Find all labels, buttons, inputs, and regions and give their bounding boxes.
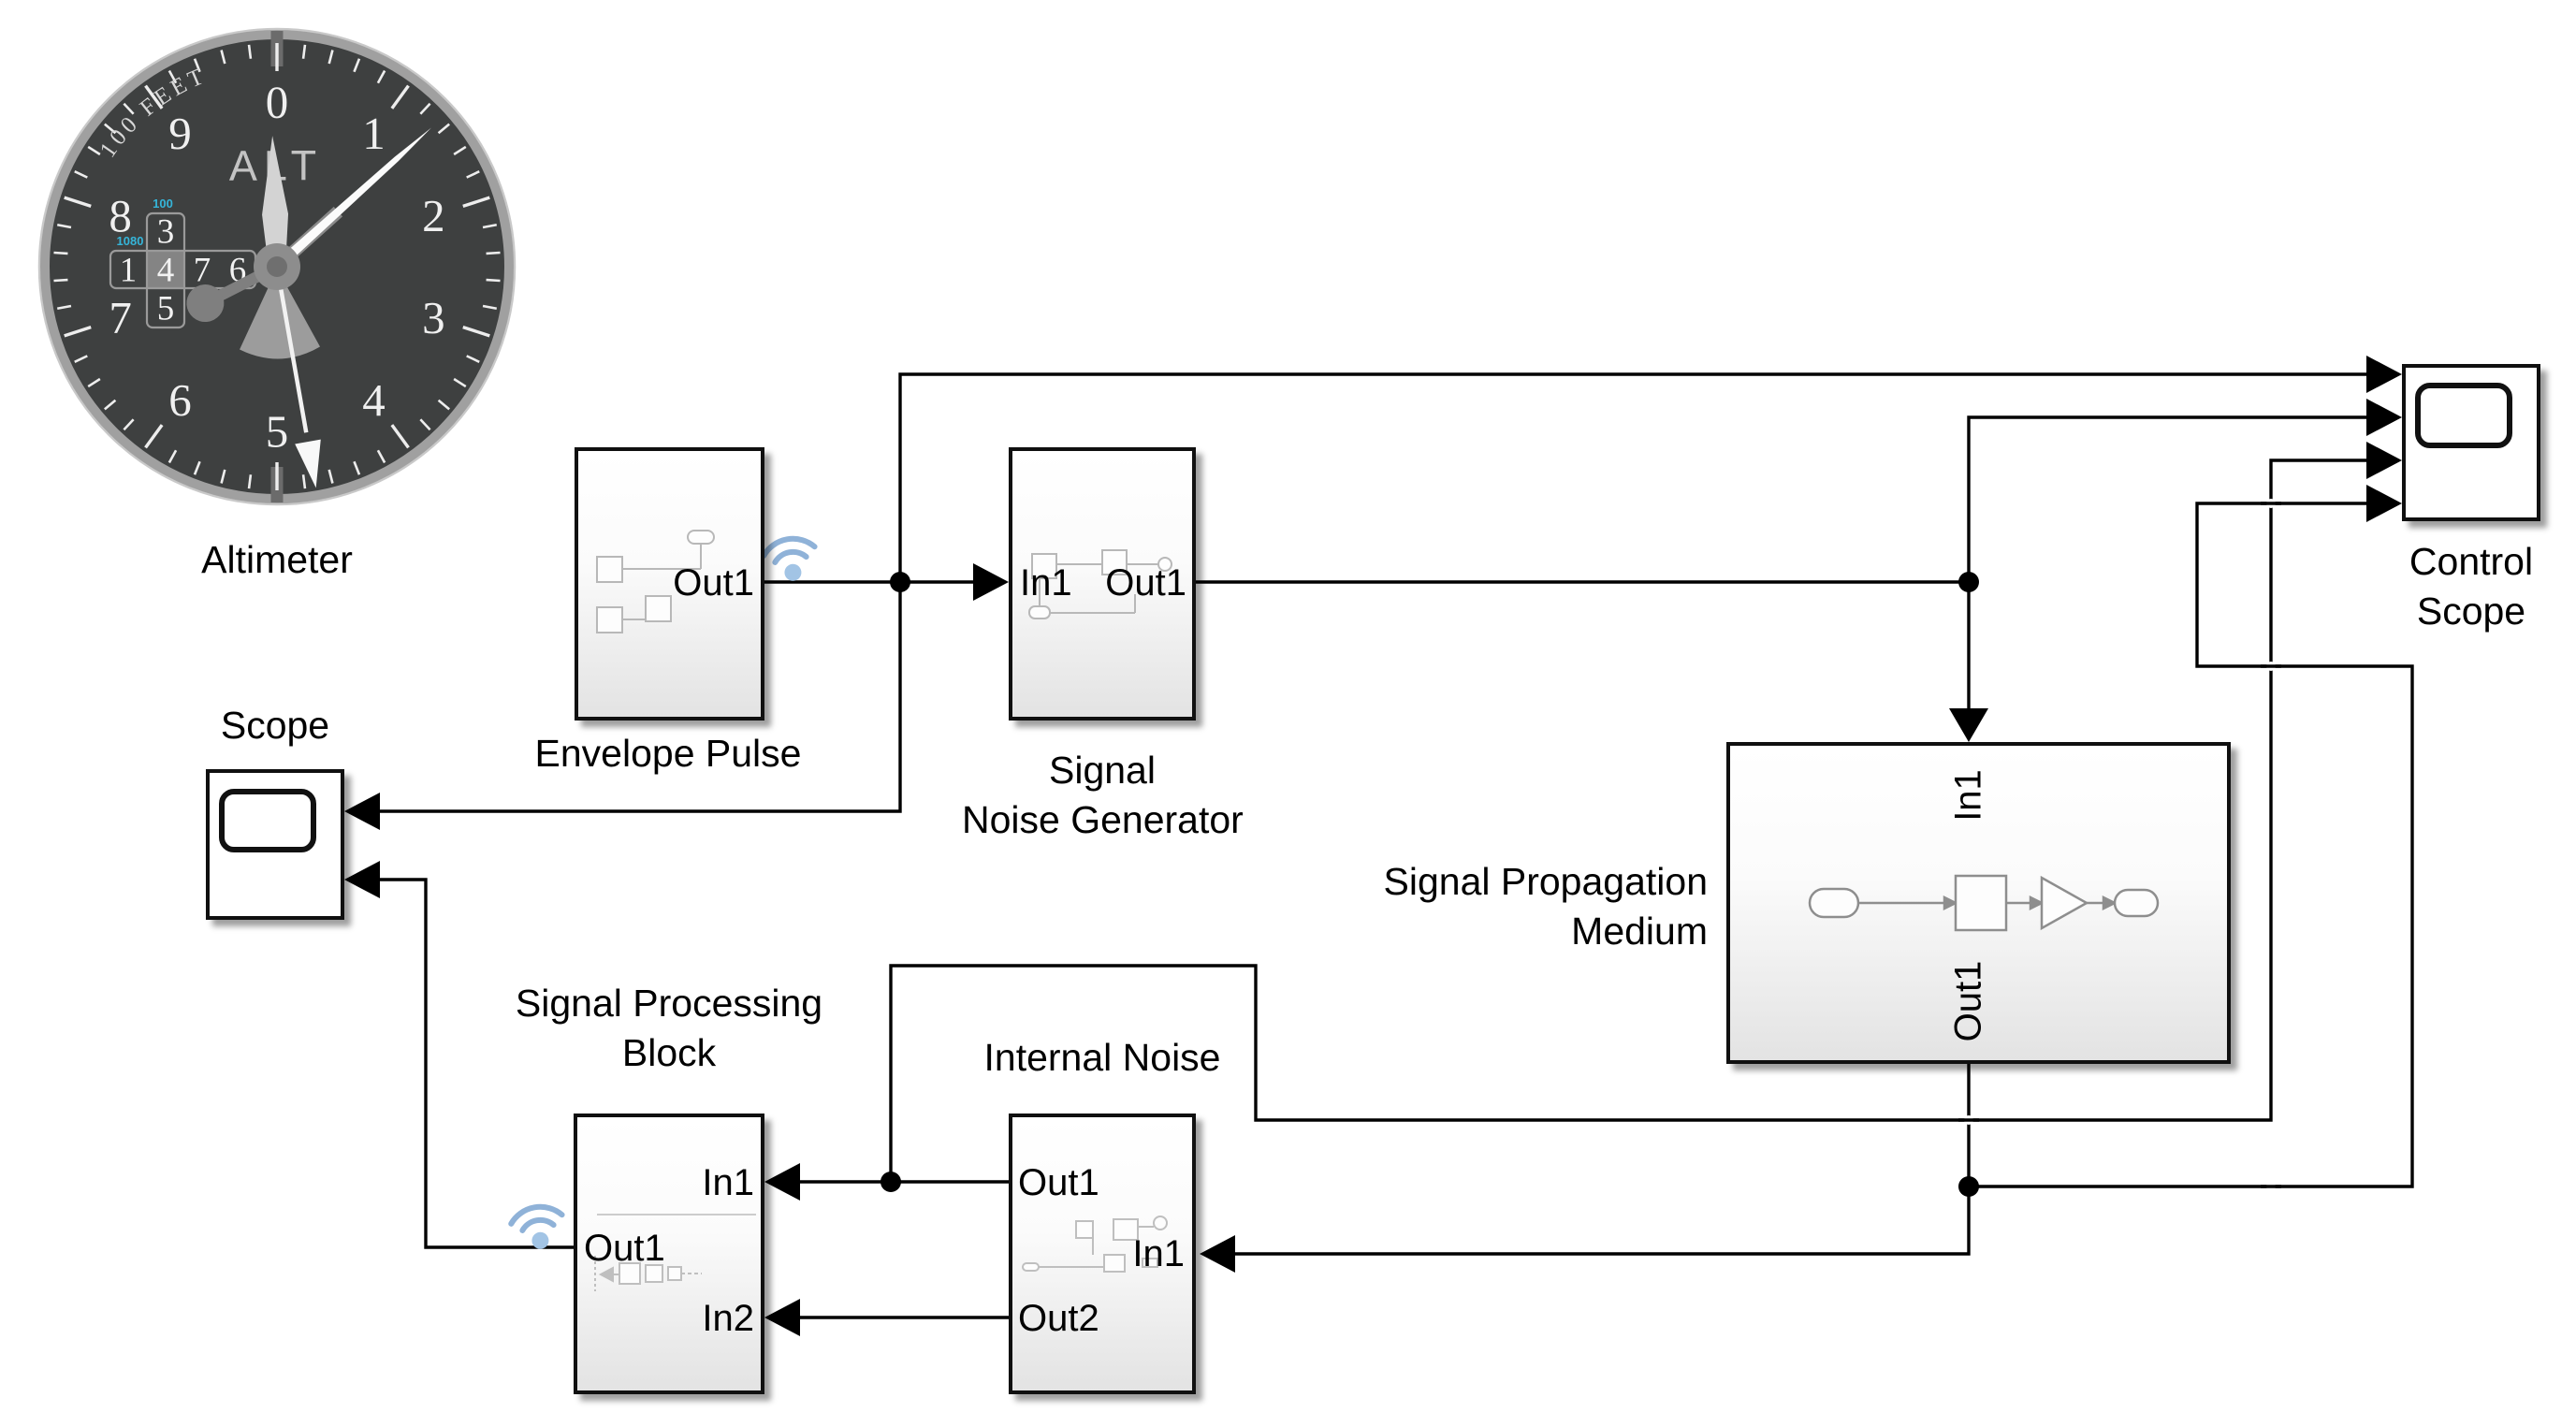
port-propagation-out1: Out1 xyxy=(1947,960,1989,1042)
junction-dot xyxy=(890,572,910,592)
scope-screen-icon xyxy=(219,789,316,852)
block-signal-processing-block[interactable] xyxy=(574,1114,764,1394)
arrowheads xyxy=(344,356,2402,1336)
arrowhead xyxy=(1200,1235,1235,1273)
wire-propagation-to-controlscope-in4[interactable] xyxy=(1969,502,2414,1188)
arrowhead xyxy=(344,861,380,898)
subsystem-thumbnail xyxy=(594,1214,756,1291)
wire-processing-to-scope-in2[interactable] xyxy=(378,878,574,1249)
svg-text:5: 5 xyxy=(266,406,289,458)
wire-envelope-to-controlscope-in1[interactable] xyxy=(898,372,2368,582)
hundreds-needle xyxy=(275,269,321,488)
arrowhead xyxy=(2366,442,2402,479)
svg-text:1: 1 xyxy=(362,108,386,159)
port-processing-out1: Out1 xyxy=(584,1228,665,1269)
arrowhead xyxy=(764,1299,800,1336)
arrowhead xyxy=(2366,399,2402,436)
subsystem-thumbnail xyxy=(1028,549,1172,619)
junction-dot xyxy=(880,1172,901,1192)
svg-text:8: 8 xyxy=(109,190,131,241)
wireless-icon xyxy=(508,1203,565,1249)
arrowhead xyxy=(1949,708,1988,742)
label-signal-propagation-medium: Signal Propagation Medium xyxy=(1383,860,1708,953)
svg-text:0: 0 xyxy=(266,77,289,128)
altimeter-label: Altimeter xyxy=(201,538,353,581)
label-internal-noise: Internal Noise xyxy=(983,1036,1221,1079)
svg-text:3: 3 xyxy=(157,213,175,252)
arrowhead xyxy=(2366,485,2402,522)
wire-noisegen-to-controlscope-in2[interactable] xyxy=(1967,415,2368,582)
broad-hand xyxy=(240,136,321,359)
svg-text:5: 5 xyxy=(157,290,175,328)
subsystem-thumbnail xyxy=(1022,1215,1168,1273)
arrowhead xyxy=(764,1163,800,1201)
port-internalnoise-out2: Out2 xyxy=(1018,1298,1099,1339)
port-envelope-out1: Out1 xyxy=(673,562,754,604)
scope-screen-icon xyxy=(2415,383,2512,448)
port-internalnoise-out1: Out1 xyxy=(1018,1162,1099,1203)
arrowhead xyxy=(2366,356,2402,393)
svg-text:1: 1 xyxy=(120,252,138,290)
svg-text:1080: 1080 xyxy=(117,234,144,248)
port-internalnoise-in1: In1 xyxy=(1132,1233,1185,1274)
wire-crossings xyxy=(1958,499,2281,1191)
svg-text:4: 4 xyxy=(157,252,175,290)
svg-text:7: 7 xyxy=(194,252,211,290)
junction-dots xyxy=(880,572,1979,1197)
label-scope: Scope xyxy=(220,704,330,747)
port-noisegen-out1: Out1 xyxy=(1105,562,1186,604)
subsystem-thumbnail xyxy=(1808,874,2160,932)
svg-text:100: 100 xyxy=(153,197,173,211)
label-signal-processing-block: Signal Processing Block xyxy=(515,982,823,1074)
wireless-icon xyxy=(761,535,818,581)
junction-dot xyxy=(1958,572,1979,592)
label-envelope-pulse: Envelope Pulse xyxy=(534,732,802,775)
label-signal-noise-generator: Signal Noise Generator xyxy=(962,749,1244,841)
svg-text:3: 3 xyxy=(422,292,445,343)
wire-internalnoise-to-controlscope-in3[interactable] xyxy=(889,459,2368,1182)
wire-propagation-to-internalnoise-in1[interactable] xyxy=(1233,1064,1971,1256)
block-internal-noise[interactable] xyxy=(1009,1114,1196,1394)
port-processing-in1: In1 xyxy=(702,1162,754,1203)
wire-envelope-to-scope-in1[interactable] xyxy=(378,582,902,813)
svg-text:9: 9 xyxy=(168,108,192,159)
svg-text:7: 7 xyxy=(109,292,131,343)
junction-dot xyxy=(1958,1176,1979,1197)
block-envelope-pulse[interactable] xyxy=(575,447,764,721)
port-processing-in2: In2 xyxy=(702,1298,754,1339)
arrowhead xyxy=(344,793,380,830)
svg-text:2: 2 xyxy=(422,190,445,241)
subsystem-thumbnail xyxy=(596,530,715,633)
port-propagation-in1: In1 xyxy=(1947,769,1989,822)
svg-text:4: 4 xyxy=(362,374,386,426)
port-noisegen-in1: In1 xyxy=(1020,562,1072,604)
arrowhead xyxy=(973,563,1009,601)
wire-noisegen-to-propagation[interactable] xyxy=(1196,580,1971,709)
label-control-scope: Control Scope xyxy=(2409,540,2534,633)
svg-text:6: 6 xyxy=(168,374,192,426)
